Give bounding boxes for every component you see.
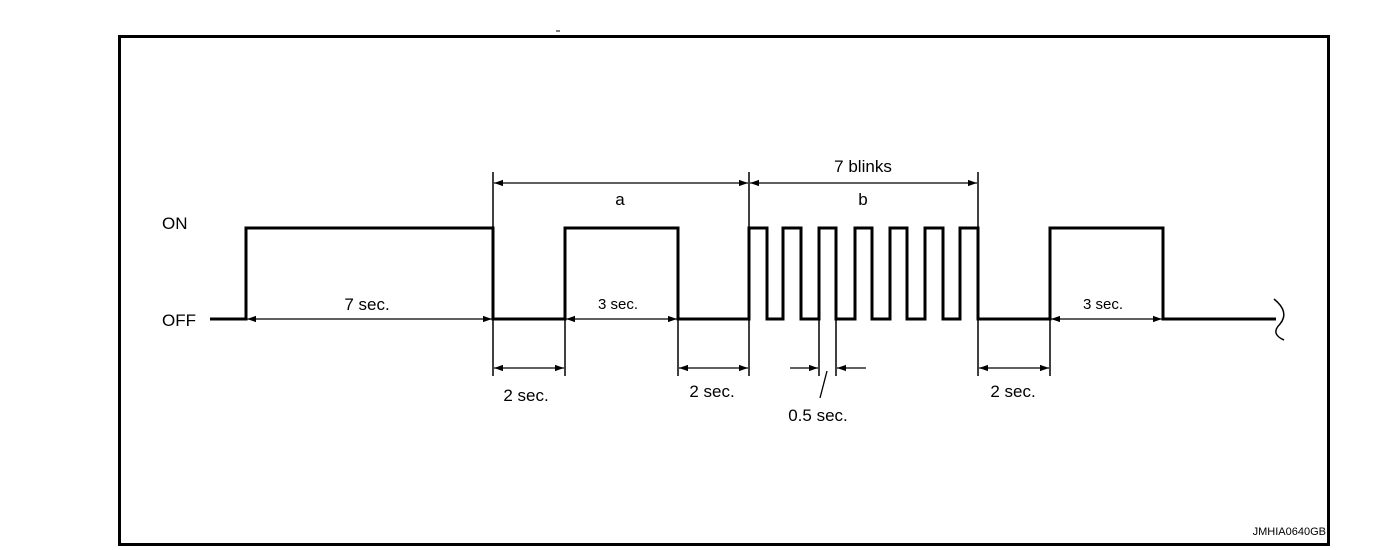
leader-half-sec — [819, 370, 828, 399]
label-off: OFF — [162, 311, 196, 330]
signal-waveform — [210, 226, 1276, 321]
diagram-frame — [118, 35, 1330, 546]
label-on: ON — [162, 214, 188, 233]
label-3-sec-1: 3 sec. — [598, 296, 638, 313]
label-2-sec-1: 2 sec. — [503, 386, 548, 405]
figure-code: JMHIA0640GB — [1253, 526, 1326, 538]
label-0-5-sec: 0.5 sec. — [788, 406, 848, 425]
label-b: b — [858, 190, 867, 209]
label-2-sec-2: 2 sec. — [689, 382, 734, 401]
continuation-break — [1273, 298, 1285, 341]
label-2-sec-3: 2 sec. — [990, 382, 1035, 401]
label-a: a — [615, 190, 625, 209]
label-7-sec: 7 sec. — [344, 295, 389, 314]
label-7-blinks: 7 blinks — [834, 157, 892, 176]
label-3-sec-2: 3 sec. — [1083, 296, 1123, 313]
